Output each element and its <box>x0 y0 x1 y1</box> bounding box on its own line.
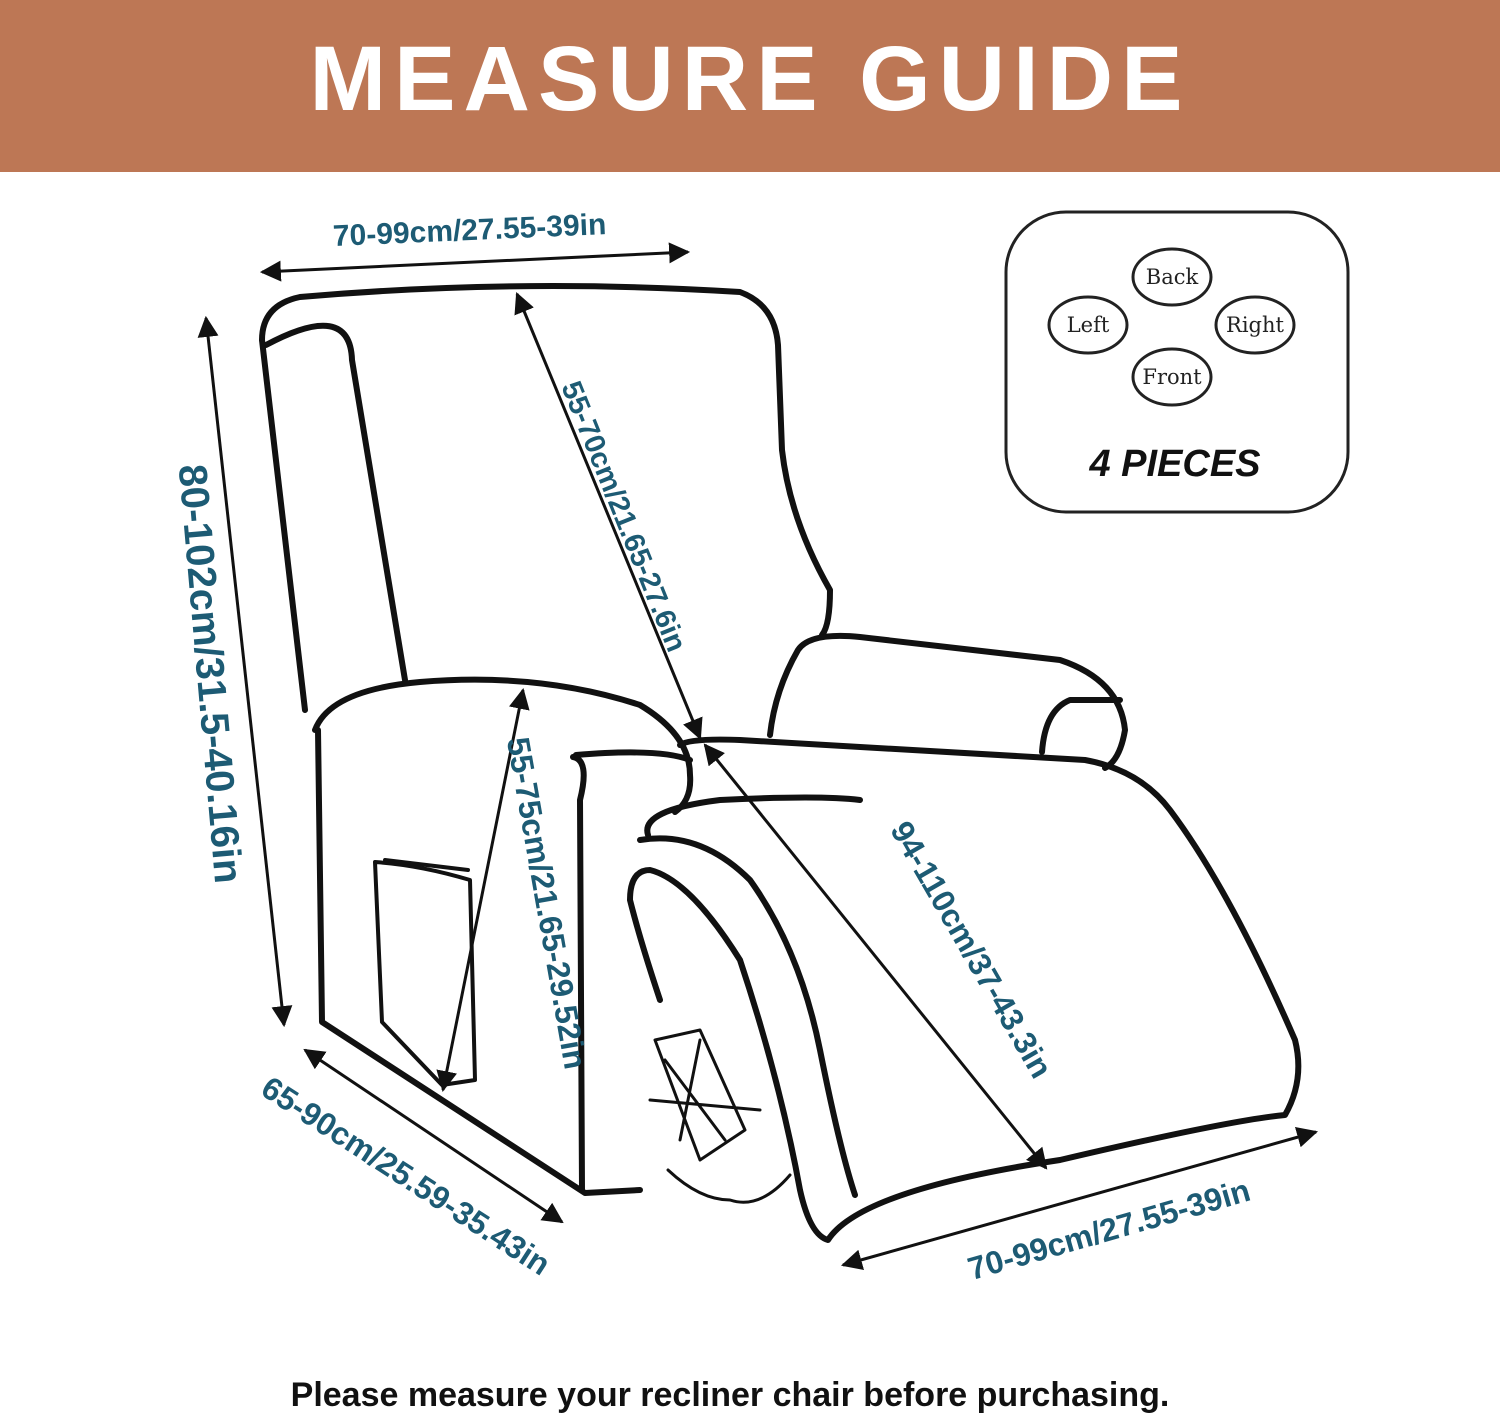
piece-right-label: Right <box>1226 313 1284 337</box>
top-width-label: 70-99cm/27.55-39in <box>332 208 607 253</box>
footrest-length-arrow <box>703 743 1048 1170</box>
top-width-arrow <box>259 242 691 282</box>
footrest-width-arrow <box>840 1127 1319 1270</box>
back-height-label: 55-70cm/21.65-27.6in <box>554 377 692 657</box>
piece-front-label: Front <box>1142 365 1202 389</box>
pieces-count-label: 4 PIECES <box>1088 443 1260 485</box>
pieces-panel: Back Left Right Front 4 PIECES <box>1004 210 1350 514</box>
arm-height-arrow <box>436 687 530 1093</box>
piece-front-oval <box>1131 347 1213 407</box>
dimension-arrows <box>197 242 1319 1270</box>
piece-back-label: Back <box>1146 265 1199 289</box>
seat-depth-label: 65-90cm/25.59-35.43in <box>255 1069 557 1282</box>
back-height-arrow <box>514 292 703 740</box>
piece-right-oval <box>1214 295 1296 355</box>
seat-depth-arrow <box>303 1048 564 1224</box>
header-banner: MEASURE GUIDE <box>0 0 1500 172</box>
total-height-arrow <box>197 315 293 1028</box>
footer-note: Please measure your recliner chair befor… <box>290 1376 1170 1414</box>
page-title: MEASURE GUIDE <box>309 27 1191 130</box>
total-height-label: 80-102cm/31.5-40.16in <box>170 463 250 886</box>
piece-left-oval <box>1047 295 1129 355</box>
piece-back-oval <box>1131 247 1213 307</box>
footrest-length-label: 94-110cm/37-43.3in <box>883 815 1059 1084</box>
piece-left-label: Left <box>1067 313 1110 337</box>
